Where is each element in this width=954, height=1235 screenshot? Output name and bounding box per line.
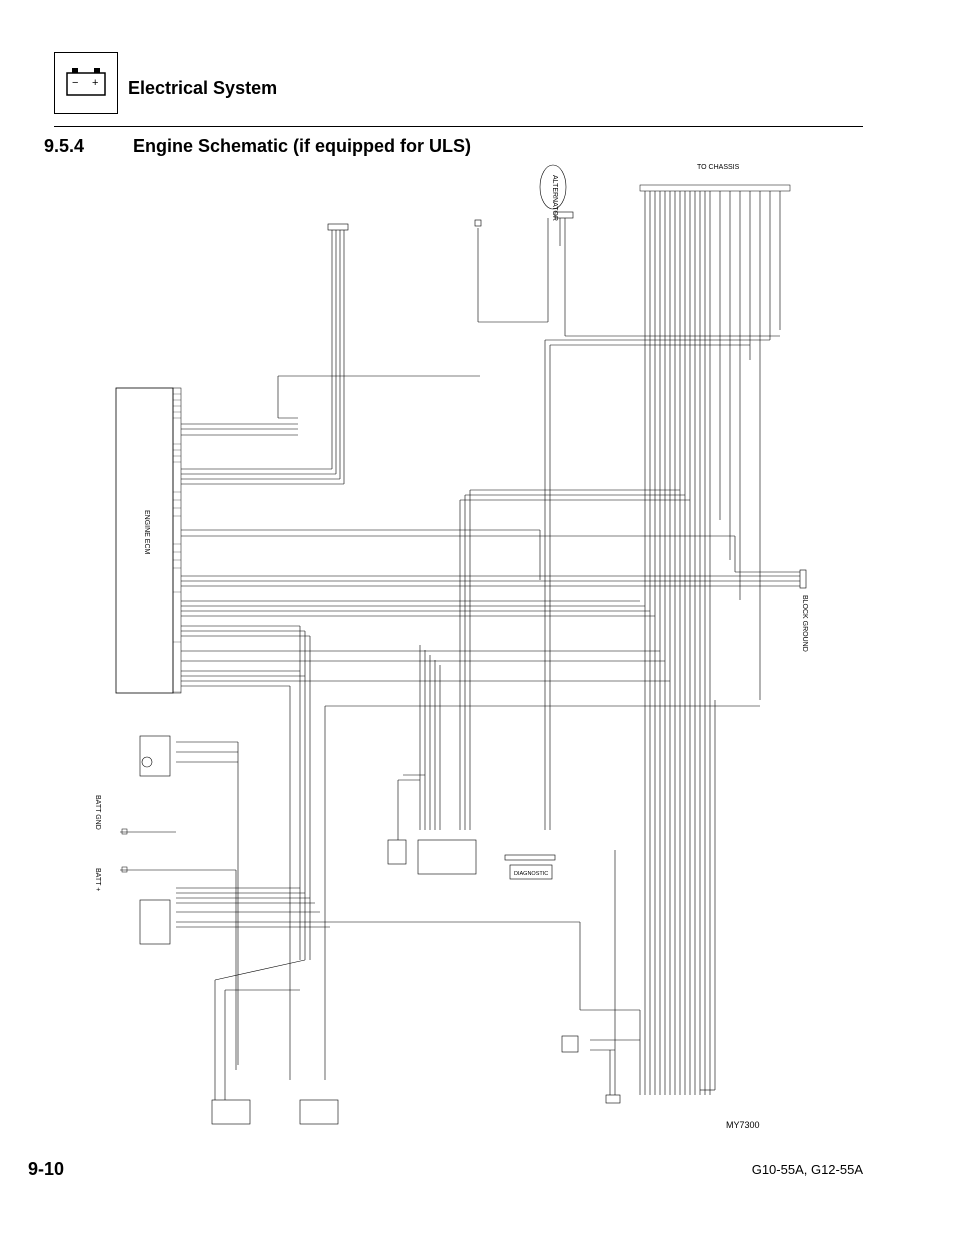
batt-gnd-label: BATT GND — [94, 795, 101, 830]
engine-ecm-label: ENGINE ECM — [143, 510, 150, 555]
header-divider — [54, 126, 863, 127]
svg-text:+: + — [92, 77, 98, 89]
battery-icon: − + — [54, 52, 118, 114]
diagnostic-label: DIAGNOSTIC — [514, 871, 548, 877]
heading-number: 9.5.4 — [44, 136, 85, 156]
figure-id: MY7300 — [726, 1120, 760, 1130]
block-ground-label: BLOCK GROUND — [801, 595, 808, 652]
model-number: G10-55A, G12-55A — [751, 1162, 863, 1177]
alternator-label: ALTERNATOR — [551, 175, 558, 221]
heading-title: Engine Schematic (if equipped for ULS) — [133, 136, 472, 156]
page-number: 9-10 — [28, 1159, 65, 1179]
to-chassis-label: TO CHASSIS — [697, 164, 740, 171]
svg-text:−: − — [72, 77, 78, 89]
batt-plus-label: BATT + — [94, 868, 101, 891]
section-title: Electrical System — [128, 78, 278, 98]
